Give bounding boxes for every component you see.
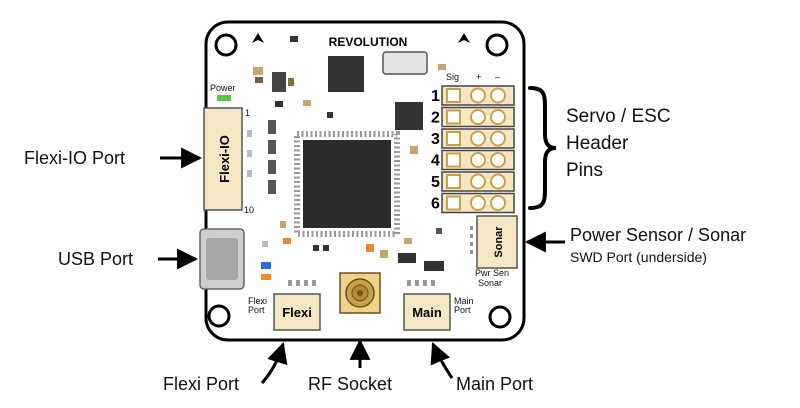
regulator-chip: [272, 72, 286, 92]
header-row-number: 4: [431, 153, 440, 170]
flight-controller-board: REVOLUTION Power: [199, 20, 526, 342]
status-led-orange: [261, 274, 271, 280]
power-pin: [490, 152, 506, 168]
header-row: 6: [431, 192, 515, 214]
mounting-hole: [214, 33, 238, 57]
power-pin: [490, 109, 506, 125]
aux-chip: [395, 102, 423, 130]
power-pin: [470, 87, 486, 104]
header-row-number: 1: [431, 88, 440, 105]
signal-pin: [446, 109, 461, 125]
signal-pin: [446, 88, 461, 103]
rf-socket: [339, 272, 381, 314]
brand-logo: REVOLUTION: [329, 35, 408, 49]
power-led-label: Power: [210, 83, 236, 93]
power-pin: [470, 195, 486, 211]
power-pin: [490, 130, 506, 147]
sonar-connector: Sonar Pwr Sen Sonar: [470, 215, 518, 288]
header-row: 1: [431, 85, 515, 106]
flexi-io-label: Flexi-IO: [217, 135, 232, 183]
flexi-io-connector: Flexi-IO 1 10: [203, 107, 254, 215]
signal-pin: [446, 152, 461, 168]
crystal-oscillator: [382, 51, 428, 75]
main-mcu: [294, 131, 400, 237]
header-row: 4: [431, 149, 515, 171]
flexi-io-port-callout: Flexi-IO Port: [24, 148, 125, 168]
header-row: 2: [431, 106, 515, 128]
flexi-port-small-label-2: Port: [248, 305, 265, 315]
pwr-sen-label: Pwr Sen: [475, 268, 509, 278]
mounting-hole: [485, 33, 509, 57]
sensor-chip: [328, 56, 364, 92]
pin-ten-label: 10: [244, 205, 254, 215]
mounting-hole: [207, 304, 231, 328]
pwr-sen-sonar-label: Sonar: [478, 278, 502, 288]
signal-pin: [446, 131, 461, 146]
servo-brace: [528, 86, 557, 210]
rf-socket-callout: RF Socket: [308, 374, 392, 394]
status-led-blue: [261, 262, 271, 269]
swd-port-callout: SWD Port (underside): [570, 249, 707, 265]
header-row-number: 6: [431, 196, 440, 213]
header-row-number: 3: [431, 131, 440, 148]
signal-pin: [446, 195, 461, 211]
flexi-port-callout: Flexi Port: [163, 374, 239, 394]
sonar-label: Sonar: [493, 226, 505, 258]
header-plus-label: +: [476, 72, 481, 82]
flexi-port-small-label: Flexi: [248, 296, 267, 306]
orientation-arrow-icon: [252, 33, 264, 43]
signal-pin: [446, 174, 461, 189]
flexi-connector: Flexi Flexi Port: [248, 293, 321, 331]
power-pin: [490, 195, 506, 211]
power-pin: [470, 173, 486, 190]
pin-one-label: 1: [245, 108, 250, 118]
header-sig-label: Sig: [446, 72, 459, 82]
main-port-callout: Main Port: [456, 374, 533, 394]
mounting-holes: [207, 33, 512, 329]
header-row-number: 2: [431, 110, 440, 127]
main-label: Main: [412, 305, 442, 320]
header-row: 3: [431, 128, 515, 149]
main-port-small-label-2: Port: [454, 305, 471, 315]
mounting-hole: [488, 305, 512, 329]
power-pin: [490, 87, 506, 104]
servo-callout-line3: Pins: [566, 160, 603, 181]
main-port-small-label: Main: [454, 296, 474, 306]
orientation-arrow-icon: [458, 33, 470, 43]
usb-port-callout: USB Port: [58, 249, 133, 269]
power-pin: [470, 130, 486, 147]
power-led: [217, 95, 231, 101]
flexi-label: Flexi: [282, 305, 312, 320]
usb-connector: [199, 228, 245, 290]
smd-components: [247, 36, 446, 286]
header-minus-label: –: [495, 72, 500, 82]
header-row-number: 5: [431, 174, 440, 191]
servo-callout-line1: Servo / ESC: [566, 106, 671, 127]
power-sensor-callout: Power Sensor / Sonar: [570, 225, 746, 245]
servo-header: Sig + – 1 2 3 4 5 6: [431, 72, 515, 214]
callouts: Servo / ESC Header Pins Flexi-IO Port US…: [24, 86, 746, 394]
power-pin: [490, 173, 506, 190]
flexi-port-arrow: [260, 341, 288, 385]
main-port-arrow: [430, 342, 454, 379]
power-pin: [470, 152, 486, 168]
main-connector: Main Main Port: [403, 293, 474, 331]
header-row: 5: [431, 171, 515, 192]
power-pin: [470, 109, 486, 125]
servo-callout-line2: Header: [566, 133, 629, 154]
